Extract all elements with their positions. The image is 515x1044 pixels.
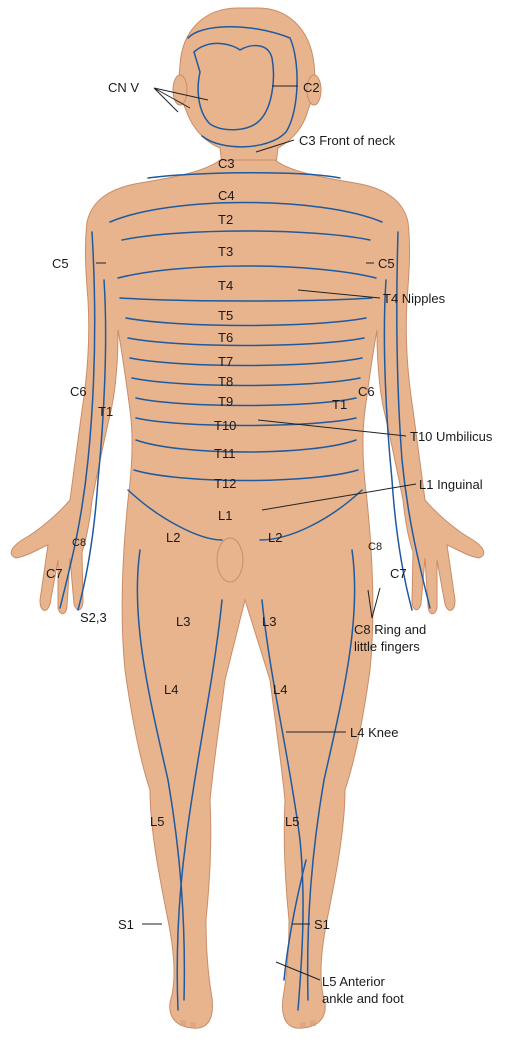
label-c8-left: C8 [72, 537, 86, 549]
label-c8-fingers-2: little fingers [354, 639, 420, 654]
label-c3-neck: C3 Front of neck [299, 133, 396, 148]
label-c8-fingers-1: C8 Ring and [354, 622, 426, 637]
label-l5-left: L5 [150, 814, 164, 829]
label-c2: C2 [303, 80, 320, 95]
label-t5: T5 [218, 308, 233, 323]
label-l5-right: L5 [285, 814, 299, 829]
label-c7-right: C7 [390, 566, 407, 581]
label-l5-ankle-2: ankle and foot [322, 991, 404, 1006]
label-l4-knee: L4 Knee [350, 725, 398, 740]
label-t10: T10 [214, 418, 236, 433]
label-t7: T7 [218, 354, 233, 369]
label-c6-right: C6 [358, 384, 375, 399]
label-l3-right: L3 [262, 614, 276, 629]
label-c3: C3 [218, 156, 235, 171]
label-t2: T2 [218, 212, 233, 227]
label-l5-ankle-1: L5 Anterior [322, 974, 386, 989]
label-l1: L1 [218, 508, 232, 523]
label-l1-inguinal: L1 Inguinal [419, 477, 483, 492]
label-c5-right: C5 [378, 256, 395, 271]
label-s1-right: S1 [314, 917, 330, 932]
label-l2-right: L2 [268, 530, 282, 545]
label-t6: T6 [218, 330, 233, 345]
label-s1-left: S1 [118, 917, 134, 932]
label-l3-left: L3 [176, 614, 190, 629]
label-t4: T4 [218, 278, 233, 293]
label-c6-left: C6 [70, 384, 87, 399]
label-t1-right: T1 [332, 397, 347, 412]
label-t4-nipples: T4 Nipples [383, 291, 446, 306]
label-l2-left: L2 [166, 530, 180, 545]
body-silhouette [11, 8, 484, 1028]
label-t1-left: T1 [98, 404, 113, 419]
label-c7-left: C7 [46, 566, 63, 581]
label-l4-right: L4 [273, 682, 287, 697]
label-t12: T12 [214, 476, 236, 491]
label-t9: T9 [218, 394, 233, 409]
label-t8: T8 [218, 374, 233, 389]
label-s23: S2,3 [80, 610, 107, 625]
label-t11: T11 [214, 446, 235, 461]
label-cnv: CN V [108, 80, 139, 95]
label-c4: C4 [218, 188, 235, 203]
label-t3: T3 [218, 244, 233, 259]
label-c5-left: C5 [52, 256, 69, 271]
label-l4-left: L4 [164, 682, 178, 697]
label-t10-umbilicus: T10 Umbilicus [410, 429, 493, 444]
label-c8-right: C8 [368, 541, 382, 553]
